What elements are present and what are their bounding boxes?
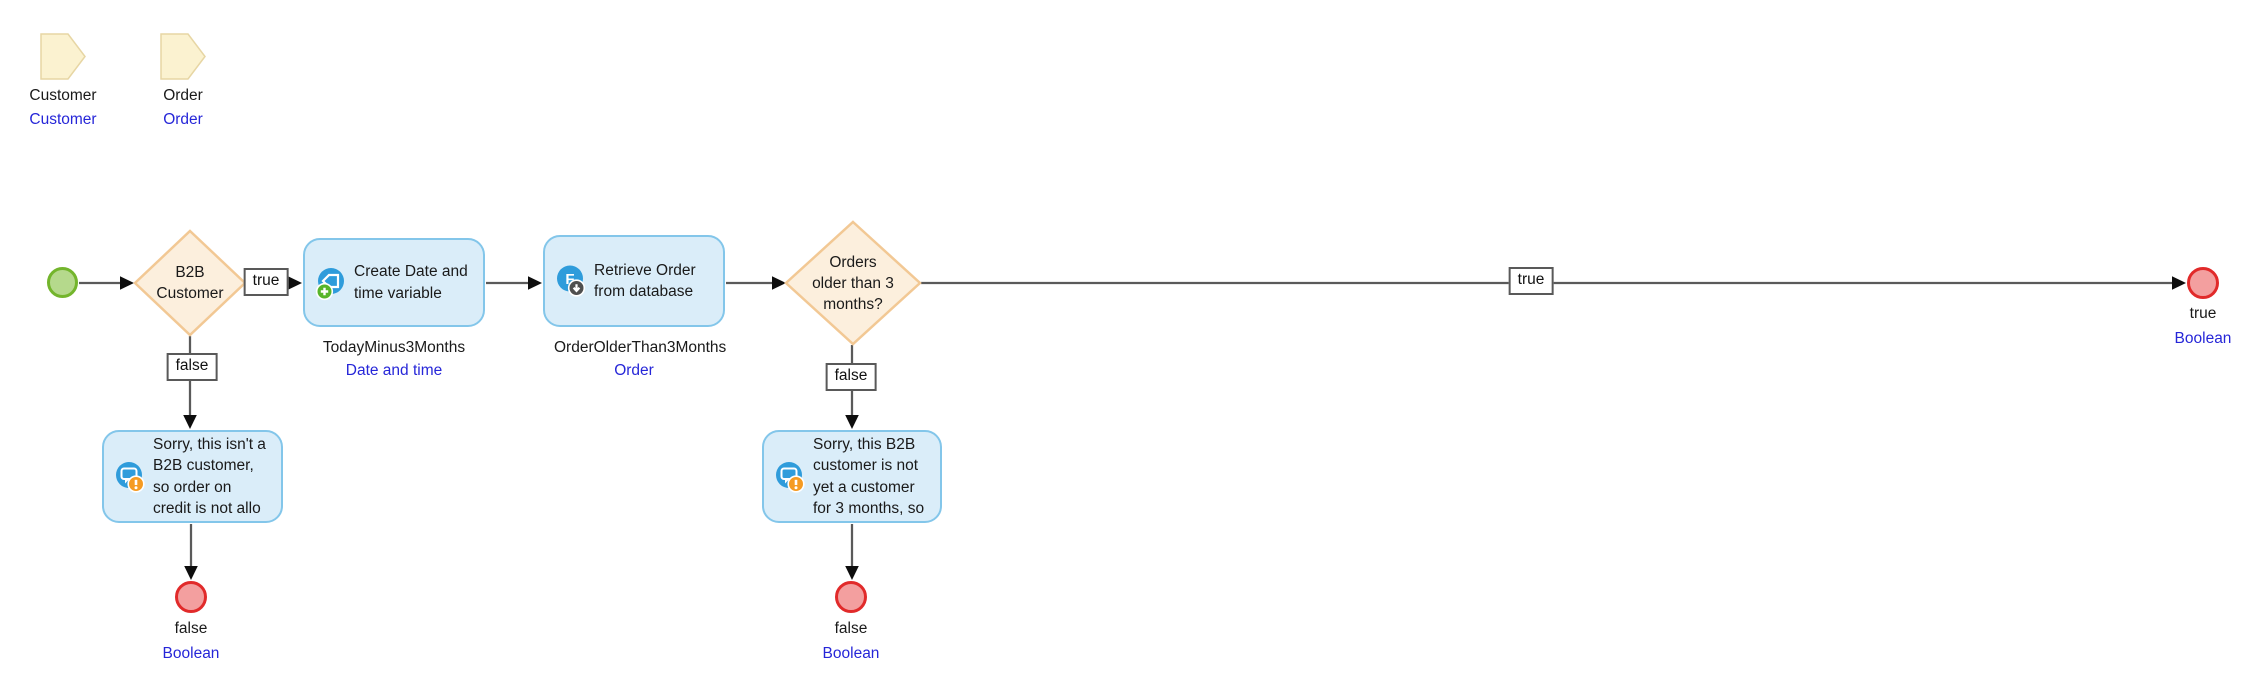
- parameter-order-type: Order: [163, 111, 203, 128]
- end-event-value: false: [834, 620, 868, 637]
- retrieve-icon-letter: F: [565, 271, 574, 288]
- parameter-customer-type: Customer: [29, 111, 97, 128]
- activity-create-date-variable[interactable]: Create Date and time variable: [303, 238, 485, 327]
- message-icon: [116, 461, 145, 493]
- activity-caption: Create Date and time variable: [354, 263, 468, 302]
- decision-b2b-customer-caption: B2B Customer: [156, 264, 224, 302]
- decision-b2b-customer-shape[interactable]: [133, 229, 247, 337]
- end-event-value: false: [174, 620, 208, 637]
- activity-caption: Sorry, this isn't a B2B customer, so ord…: [153, 435, 266, 518]
- activity-message-not-3-months[interactable]: Sorry, this B2B customer is not yet a cu…: [762, 430, 942, 523]
- variable-type: Date and time: [345, 362, 443, 379]
- create-variable-icon: [315, 267, 344, 300]
- retrieve-database-icon: F: [557, 265, 586, 297]
- edge-label-true-2[interactable]: true: [1508, 267, 1554, 295]
- activity-retrieve-order[interactable]: F Retrieve Order from database: [543, 235, 725, 327]
- end-event-value: true: [2189, 305, 2217, 322]
- activity-caption: Sorry, this B2B customer is not yet a cu…: [813, 435, 925, 518]
- end-event-type: Boolean: [162, 645, 220, 662]
- decision-orders-older-caption: Orders older than 3 months?: [812, 254, 894, 313]
- decision-orders-older-shape[interactable]: [784, 220, 922, 346]
- end-event-type: Boolean: [2174, 330, 2232, 347]
- variable-type: Order: [614, 362, 654, 379]
- parameter-customer-name: Customer: [29, 87, 97, 104]
- message-icon: [776, 461, 805, 493]
- edge-label-true-1[interactable]: true: [243, 268, 289, 296]
- activity-caption: Retrieve Order from database: [594, 261, 696, 301]
- end-event-false-2[interactable]: [835, 581, 867, 613]
- parameter-order-icon[interactable]: [160, 33, 206, 80]
- variable-name: TodayMinus3Months: [322, 339, 466, 356]
- edge-label-false-2[interactable]: false: [825, 363, 877, 391]
- edge-label-false-1[interactable]: false: [166, 353, 218, 381]
- parameter-customer-icon[interactable]: [40, 33, 86, 80]
- end-event-true[interactable]: [2187, 267, 2219, 299]
- variable-name: OrderOlderThan3Months: [554, 339, 727, 356]
- arrowheads: [120, 276, 2186, 580]
- end-event-type: Boolean: [822, 645, 880, 662]
- start-event[interactable]: [47, 267, 78, 298]
- activity-message-not-b2b[interactable]: Sorry, this isn't a B2B customer, so ord…: [102, 430, 283, 523]
- end-event-false-1[interactable]: [175, 581, 207, 613]
- parameter-order-name: Order: [163, 87, 203, 104]
